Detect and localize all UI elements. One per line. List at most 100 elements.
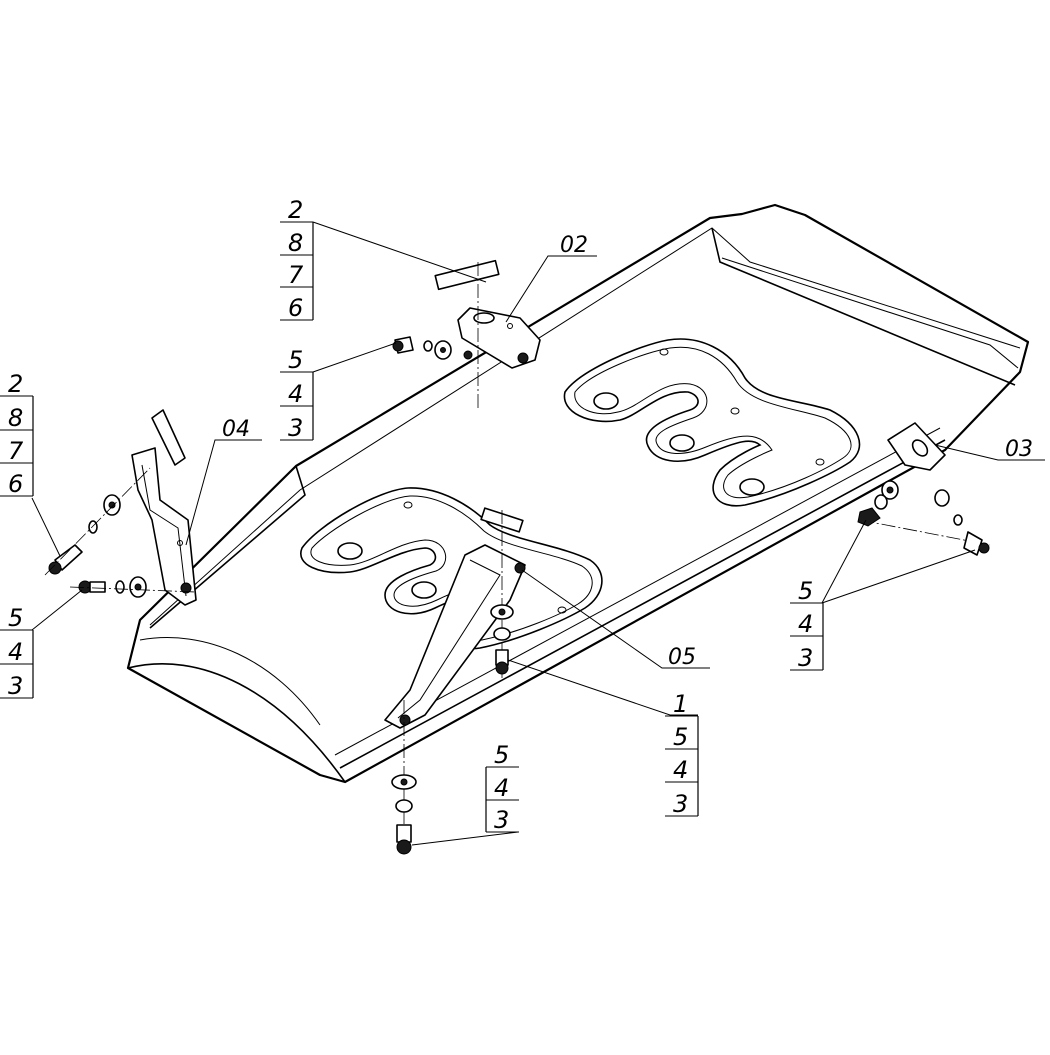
- label-part-03: 03: [1005, 437, 1033, 462]
- top-bracket-item-3: 7: [288, 261, 304, 289]
- skid-plate-rear-wall-inner: [721, 257, 1019, 369]
- top-bracket-item-1: 2: [288, 196, 303, 224]
- left-bolt-item-2: 4: [8, 638, 23, 666]
- floor-small-hole-5: [557, 606, 567, 614]
- bottom-washer-hole: [400, 778, 408, 786]
- leader-bottom-bolt: [411, 831, 519, 846]
- top-bolt-item-3: 3: [288, 414, 303, 442]
- bracket-03-body: [887, 422, 946, 471]
- floor-hole-1: [593, 392, 619, 410]
- bracket-04-nut: [180, 582, 192, 594]
- center-bolt-item-2: 5: [673, 723, 688, 751]
- bracket-03: [859, 422, 991, 546]
- floor-hole-4: [337, 542, 363, 560]
- leader-05: [521, 569, 710, 669]
- bracket-05-foot-nut: [399, 714, 411, 726]
- leader-left-bracket: [31, 497, 61, 557]
- right-nut: [857, 507, 881, 527]
- callout-bottom-bolt: 5 4 3: [485, 741, 519, 834]
- center-bolt: [495, 649, 509, 666]
- skid-plate-rear-wall: [711, 227, 1016, 386]
- bottom-bolt: [396, 824, 412, 843]
- skid-plate: [126, 203, 1030, 784]
- bottom-lock-washer: [395, 799, 413, 813]
- top-bolt-head: [392, 340, 404, 352]
- skid-plate-front-fold: [127, 663, 346, 783]
- skid-plate-bottom-edge: [339, 439, 946, 769]
- left-bracket-item-4: 6: [8, 470, 23, 498]
- left-lower-axis: [69, 586, 196, 593]
- leader-lines: [31, 221, 1045, 846]
- bottom-bolt-item-2: 4: [494, 774, 509, 802]
- left-bolt-set-lower: [69, 576, 196, 598]
- leader-right-bolt-b: [821, 549, 976, 604]
- bracket-02-hole: [507, 323, 513, 329]
- callout-top-bolt: 5 4 3: [280, 346, 314, 442]
- leader-left-bolt: [31, 589, 83, 631]
- bottom-bolt-item-1: 5: [494, 741, 509, 769]
- top-bracket-item-4: 6: [288, 294, 303, 322]
- right-bolt-set: [857, 480, 990, 556]
- callout-center-bolt: 1 5 4 3: [665, 690, 699, 818]
- bottom-bolt-head: [396, 839, 412, 855]
- bottom-bolt-set: [391, 774, 417, 855]
- right-lock-washer: [953, 514, 963, 526]
- bracket-04-hole: [177, 540, 183, 546]
- top-bolt-item-1: 5: [288, 346, 303, 374]
- left-bolt-set-upper: [44, 467, 151, 576]
- bracket-04-plate: [151, 409, 186, 466]
- leader-top-bracket: [312, 221, 487, 283]
- center-washer-2: [493, 627, 511, 641]
- right-bolt-item-3: 3: [798, 644, 813, 672]
- floor-small-hole-2: [730, 407, 740, 415]
- right-bolt-head: [978, 542, 990, 554]
- leader-center-bolt: [507, 659, 698, 716]
- callout-left-bolt: 5 4 3: [0, 604, 34, 700]
- left-bracket-item-1: 2: [8, 370, 23, 398]
- right-washer-1-hole: [886, 486, 894, 494]
- left-lower-lock-washer: [115, 580, 125, 594]
- floor-small-hole-3: [815, 458, 825, 466]
- bracket-02-slot: [473, 312, 495, 324]
- floor-small-hole-4: [403, 501, 413, 509]
- label-part-02: 02: [560, 233, 588, 258]
- right-bolt-item-1: 5: [798, 577, 813, 605]
- floor-hole-3: [739, 478, 765, 496]
- left-bolt-item-3: 3: [8, 672, 23, 700]
- center-bolt-item-1: 1: [673, 690, 688, 718]
- label-part-04: 04: [222, 417, 250, 442]
- floor-small-hole-1: [659, 348, 669, 356]
- right-washer-3: [934, 489, 950, 507]
- bracket-05-strut-edge: [397, 559, 501, 719]
- center-washer-1-hole: [498, 608, 506, 616]
- right-bolt-item-2: 4: [798, 610, 813, 638]
- center-bolt-set: [490, 604, 514, 675]
- floor-hole-2: [669, 434, 695, 452]
- leader-top-bolt: [312, 342, 397, 373]
- part-labels: 02 03 04 05: [222, 233, 1033, 670]
- bracket-03-slot: [911, 439, 929, 457]
- bracket-04-body: [131, 447, 197, 606]
- bracket-02-nut: [517, 352, 529, 364]
- top-bracket-item-2: 8: [288, 229, 303, 257]
- left-bracket-item-2: 8: [8, 404, 23, 432]
- leader-03: [934, 444, 1045, 461]
- left-bracket-item-3: 7: [8, 437, 24, 465]
- bottom-bolt-item-3: 3: [494, 806, 509, 834]
- left-lower-bolt: [89, 581, 106, 593]
- center-bolt-head: [495, 661, 509, 675]
- rib-upper-right-inner: [574, 346, 852, 499]
- callout-top-bracket: 2 8 7 6: [280, 196, 314, 322]
- left-lower-washer-hole: [134, 583, 142, 591]
- callout-right-bolt: 5 4 3: [790, 577, 824, 672]
- center-bolt-item-3: 4: [673, 756, 688, 784]
- left-upper-axis: [44, 467, 151, 576]
- label-part-05: 05: [668, 645, 696, 670]
- top-bolt-set: [392, 336, 473, 360]
- center-bolt-item-4: 3: [673, 790, 688, 818]
- skid-plate-left-wall-edge: [149, 465, 306, 629]
- rib-upper-right: [563, 338, 861, 507]
- left-upper-bolt-head: [48, 561, 62, 575]
